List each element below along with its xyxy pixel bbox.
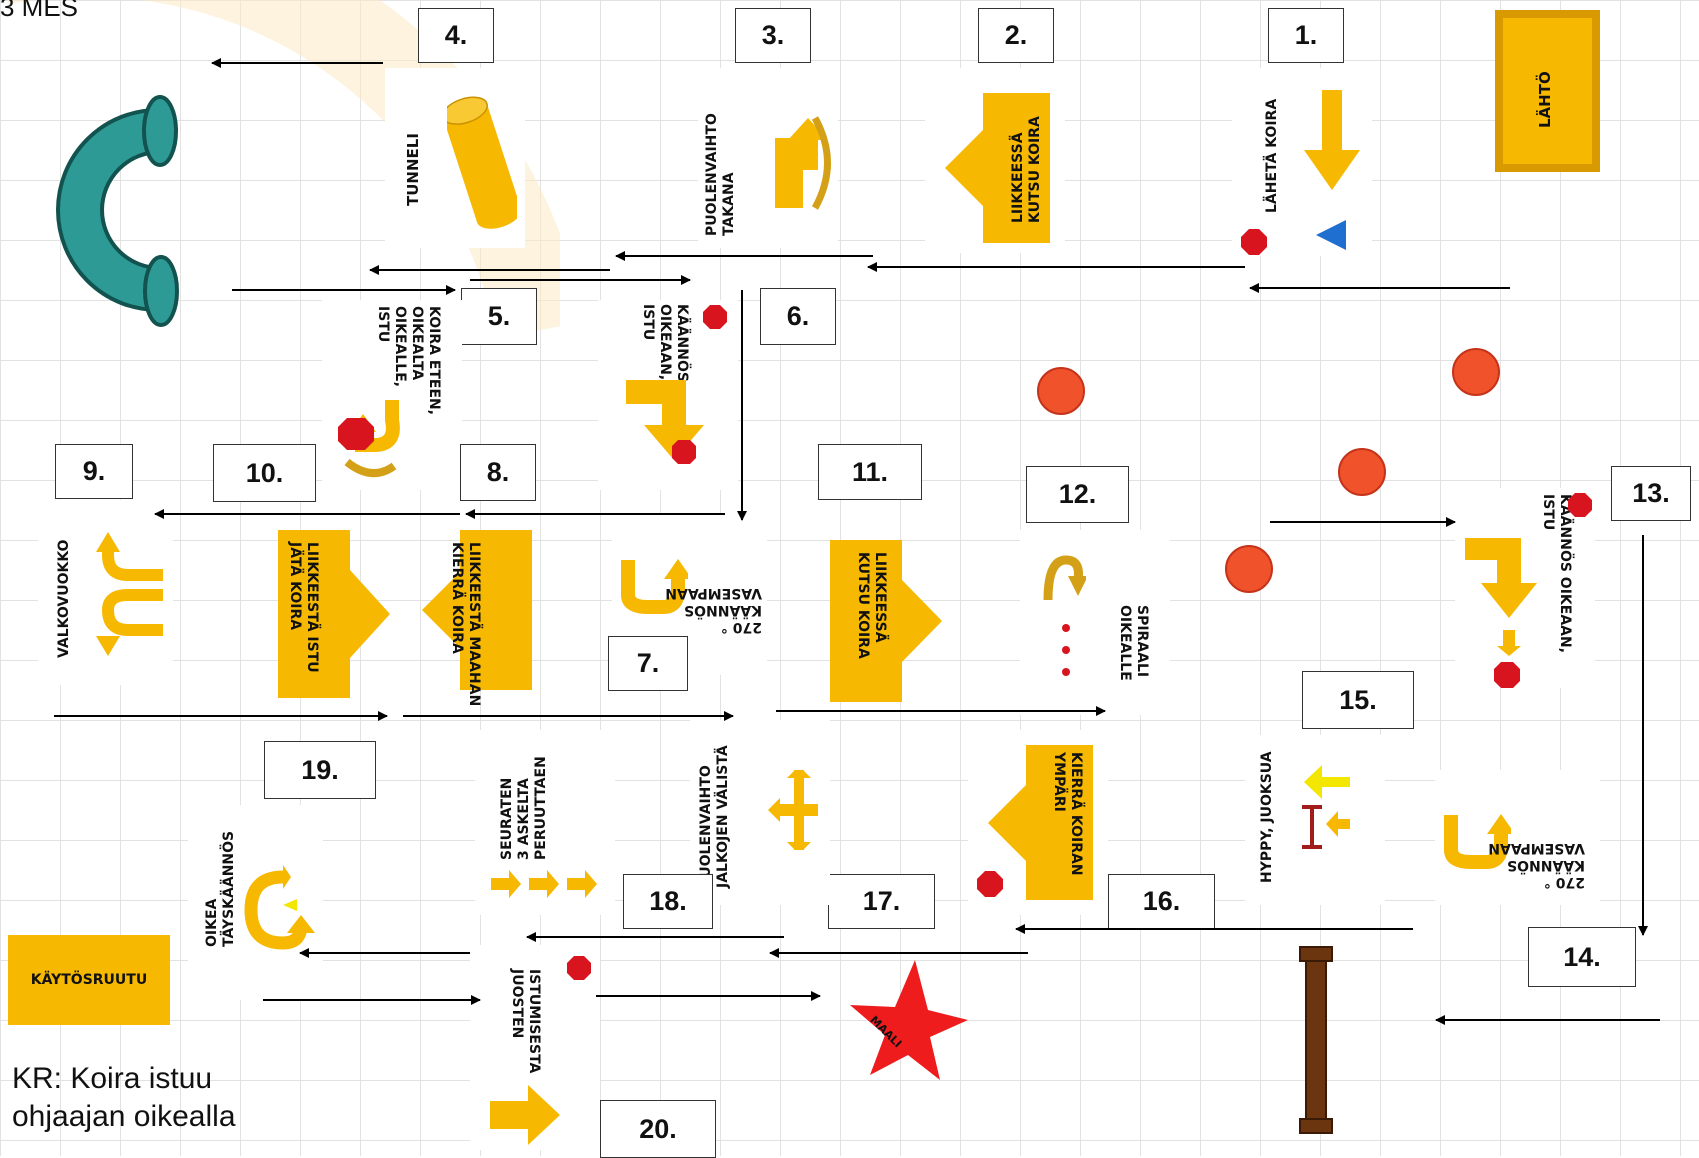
route-arrows bbox=[0, 0, 1699, 1156]
